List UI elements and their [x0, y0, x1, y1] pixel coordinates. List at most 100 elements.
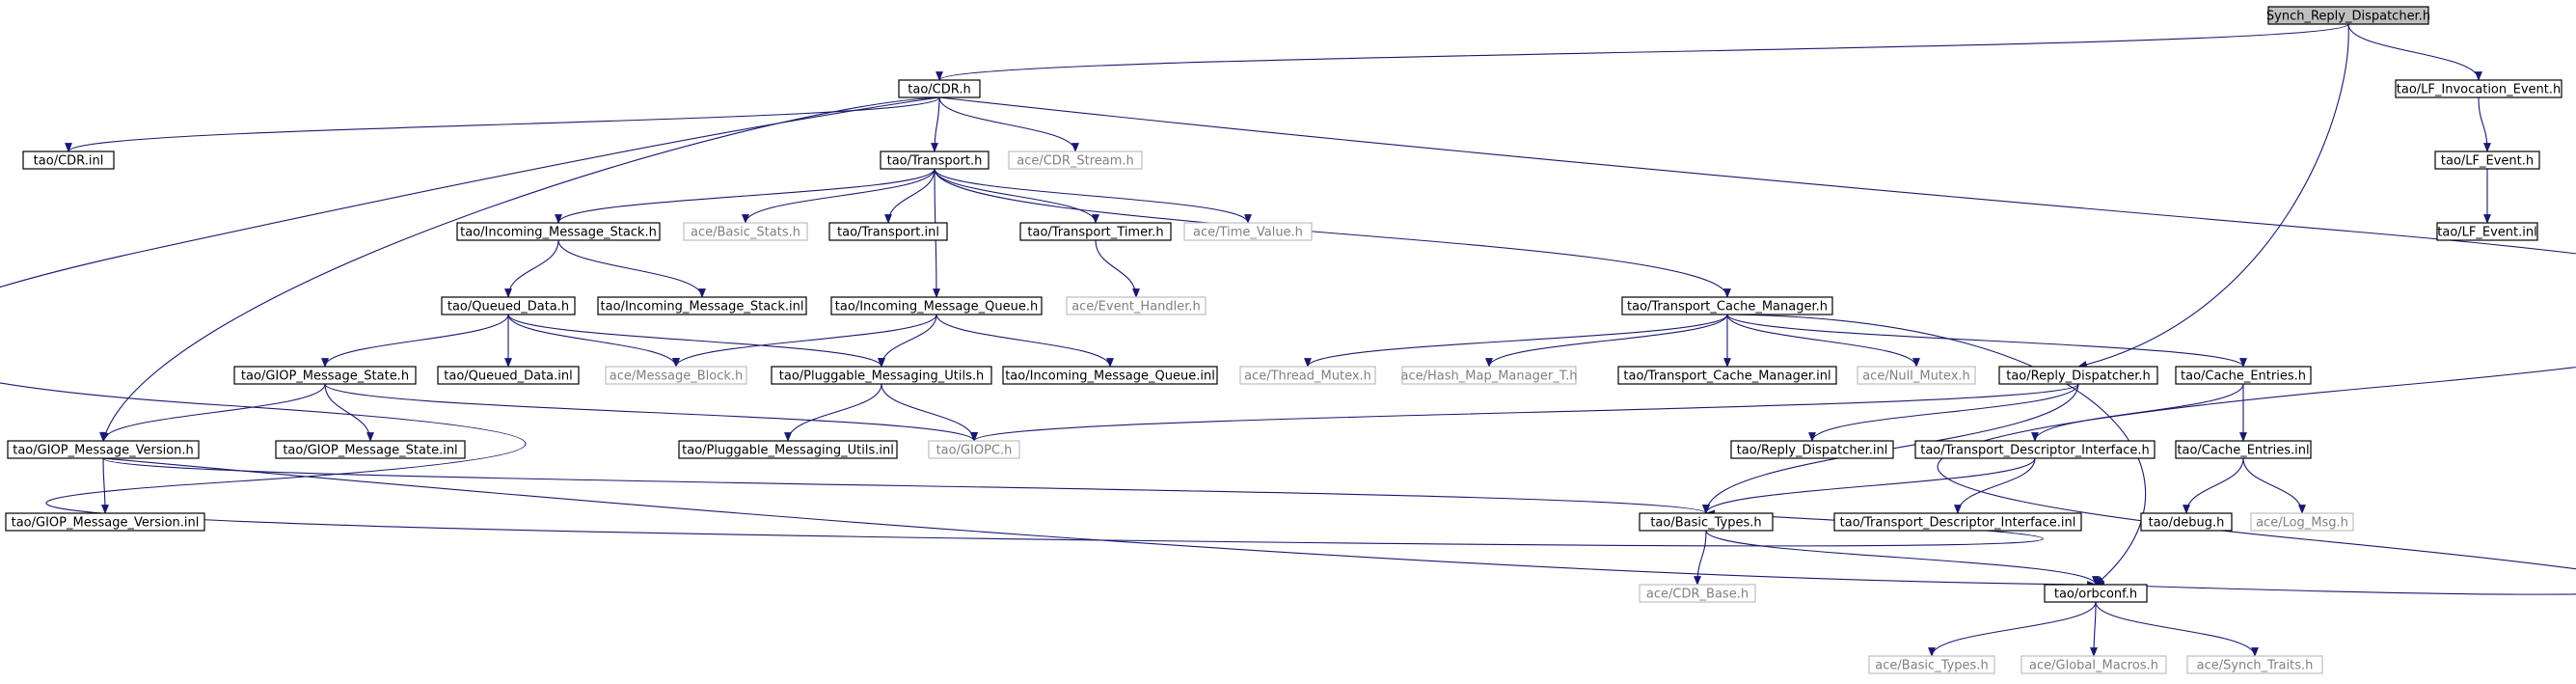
edge-transport_cache_manager_h-to-orbconf_h: [1726, 314, 2146, 586]
edge-synch_reply_dispatcher_h-to-reply_dispatcher_h: [2077, 23, 2349, 369]
edge-transport_h-to-transport_timer_h: [934, 168, 1099, 224]
node-transport_descriptor_interface_inl[interactable]: tao/Transport_Descriptor_Interface.inl: [1833, 512, 2082, 532]
edge-transport_h-to-ace_time_value_h: [934, 168, 1252, 224]
node-giop_message_state_h[interactable]: tao/GIOP_Message_State.h: [233, 366, 417, 385]
node-box: [1639, 512, 1774, 532]
edge-cache_entries_inl-to-tao_debug_h: [2183, 457, 2244, 514]
node-pluggable_messaging_utils_inl[interactable]: tao/Pluggable_Messaging_Utils.inl: [678, 440, 898, 459]
node-box: [2436, 222, 2538, 241]
node-label: tao/LF_Invocation_Event.h: [2397, 83, 2561, 97]
edge-transport_h-to-transport_cache_manager_h: [934, 168, 1731, 298]
node-box: [2175, 440, 2312, 459]
node-label: ace/CDR_Stream.h: [1017, 154, 1134, 169]
node-box: [1002, 366, 1218, 385]
node-box: [1183, 222, 1313, 241]
node-box: [828, 222, 948, 241]
node-cache_entries_inl[interactable]: tao/Cache_Entries.inl: [2175, 440, 2312, 459]
node-tao_debug_h[interactable]: tao/debug.h: [2140, 512, 2233, 532]
node-ace_thread_mutex_h: ace/Thread_Mutex.h: [1239, 366, 1376, 385]
node-label: tao/Reply_Dispatcher.h: [2006, 369, 2151, 384]
edge-synch_reply_dispatcher_h-to-lf_invocation_event_h: [2347, 23, 2482, 81]
node-transport_cache_manager_inl[interactable]: tao/Transport_Cache_Manager.inl: [1617, 366, 1837, 385]
node-label: tao/LF_Event.inl: [2437, 226, 2536, 240]
node-box: [5, 512, 205, 532]
node-ace_cdr_base_h: ace/CDR_Base.h: [1639, 584, 1756, 603]
node-label: tao/Reply_Dispatcher.inl: [1737, 444, 1888, 458]
node-ace_cdr_stream_h: ace/CDR_Stream.h: [1008, 150, 1143, 170]
edge-incoming_message_queue_h-to-pluggable_messaging_utils_h: [878, 314, 937, 368]
node-label: tao/Incoming_Message_Stack.h: [460, 226, 657, 240]
node-incoming_message_stack_h[interactable]: tao/Incoming_Message_Stack.h: [456, 222, 661, 241]
node-box: [2267, 6, 2429, 25]
node-reply_dispatcher_inl[interactable]: tao/Reply_Dispatcher.inl: [1730, 440, 1894, 459]
node-incoming_message_queue_h[interactable]: tao/Incoming_Message_Queue.h: [830, 296, 1043, 315]
node-box: [597, 296, 807, 315]
node-box: [880, 150, 990, 170]
node-pluggable_messaging_utils_h[interactable]: tao/Pluggable_Messaging_Utils.h: [771, 366, 992, 385]
node-box: [898, 79, 981, 98]
node-transport_descriptor_interface_h[interactable]: tao/Transport_Descriptor_Interface.h: [1914, 440, 2156, 459]
node-transport_cache_manager_h[interactable]: tao/Transport_Cache_Manager.h: [1621, 296, 1833, 315]
node-tao_giopc_h: tao/GIOPC.h: [928, 440, 1020, 459]
node-label: ace/Message_Block.h: [610, 369, 744, 384]
node-label: tao/Cache_Entries.h: [2181, 369, 2306, 384]
edge-incoming_message_queue_h-to-ace_message_block_h: [672, 314, 937, 368]
edge-incoming_message_stack_h-to-queued_data_h: [504, 239, 559, 298]
node-label: tao/Basic_Types.h: [1650, 516, 1761, 531]
node-box: [1066, 296, 1207, 315]
node-ace_hash_map_manager_t_h: ace/Hash_Map_Manager_T.h: [1401, 366, 1577, 385]
node-basic_types_h[interactable]: tao/Basic_Types.h: [1639, 512, 1774, 532]
node-giop_message_version_inl[interactable]: tao/GIOP_Message_Version.inl: [5, 512, 205, 532]
edge-cdr_h-to-basic_types_h: [0, 96, 2044, 547]
node-synch_reply_dispatcher_h[interactable]: Synch_Reply_Dispatcher.h: [2266, 6, 2430, 25]
node-orbconf_h[interactable]: tao/orbconf.h: [2044, 584, 2148, 603]
dependency-edges: [0, 23, 2576, 657]
edge-reply_dispatcher_h-to-tao_giopc_h: [970, 383, 2079, 442]
edge-basic_types_h-to-orbconf_h: [1705, 530, 2100, 586]
node-ace_log_msg_h: ace/Log_Msg.h: [2250, 512, 2354, 532]
node-box: [683, 222, 808, 241]
node-label: ace/Basic_Stats.h: [691, 226, 800, 240]
node-ace_synch_traits_h: ace/Synch_Traits.h: [2186, 655, 2323, 674]
edge-orbconf_h-to-ace_basic_types_h: [1928, 601, 2097, 657]
edge-cdr_h-to-giop_message_version_h: [101, 96, 940, 442]
node-box: [1857, 366, 1976, 385]
node-ace_message_block_h: ace/Message_Block.h: [605, 366, 747, 385]
edge-cdr_h-to-cdr_inl: [65, 96, 940, 152]
edge-incoming_message_queue_h-to-incoming_message_queue_inl: [935, 314, 1114, 368]
node-box: [2186, 655, 2323, 674]
node-transport_timer_h[interactable]: tao/Transport_Timer.h: [1019, 222, 1172, 241]
node-incoming_message_queue_inl[interactable]: tao/Incoming_Message_Queue.inl: [1002, 366, 1218, 385]
node-box: [2250, 512, 2354, 532]
node-incoming_message_stack_inl[interactable]: tao/Incoming_Message_Stack.inl: [597, 296, 807, 315]
node-lf_event_h[interactable]: tao/LF_Event.h: [2434, 150, 2540, 170]
node-label: tao/GIOP_Message_Version.h: [13, 444, 194, 458]
node-box: [1617, 366, 1837, 385]
node-ace_global_macros_h: ace/Global_Macros.h: [2020, 655, 2167, 674]
node-label: tao/orbconf.h: [2054, 588, 2137, 602]
node-cache_entries_h[interactable]: tao/Cache_Entries.h: [2175, 366, 2312, 385]
node-transport_h[interactable]: tao/Transport.h: [880, 150, 990, 170]
node-ace_basic_types_h: ace/Basic_Types.h: [1868, 655, 1995, 674]
edge-transport_h-to-incoming_message_stack_h: [555, 168, 935, 224]
edge-transport_cache_manager_h-to-ace_hash_map_manager_t_h: [1485, 314, 1728, 368]
node-lf_invocation_event_h[interactable]: tao/LF_Invocation_Event.h: [2395, 79, 2562, 98]
node-label: tao/CDR.h: [908, 83, 970, 97]
node-cdr_inl[interactable]: tao/CDR.inl: [22, 150, 115, 170]
node-cdr_h[interactable]: tao/CDR.h: [898, 79, 981, 98]
node-queued_data_inl[interactable]: tao/Queued_Data.inl: [437, 366, 580, 385]
node-label: tao/GIOPC.h: [936, 444, 1013, 458]
node-label: tao/Transport_Cache_Manager.h: [1627, 300, 1828, 315]
node-ace_null_mutex_h: ace/Null_Mutex.h: [1857, 366, 1976, 385]
node-lf_event_inl[interactable]: tao/LF_Event.inl: [2436, 222, 2538, 241]
node-box: [2395, 79, 2562, 98]
edge-pluggable_messaging_utils_h-to-tao_giopc_h: [881, 383, 978, 442]
node-box: [1019, 222, 1172, 241]
node-transport_inl[interactable]: tao/Transport.inl: [828, 222, 948, 241]
node-giop_message_version_h[interactable]: tao/GIOP_Message_Version.h: [7, 440, 200, 459]
node-reply_dispatcher_h[interactable]: tao/Reply_Dispatcher.h: [1998, 366, 2158, 385]
node-giop_message_state_inl[interactable]: tao/GIOP_Message_State.inl: [275, 440, 466, 459]
node-queued_data_h[interactable]: tao/Queued_Data.h: [441, 296, 576, 315]
edge-incoming_message_stack_h-to-incoming_message_stack_inl: [557, 239, 706, 298]
